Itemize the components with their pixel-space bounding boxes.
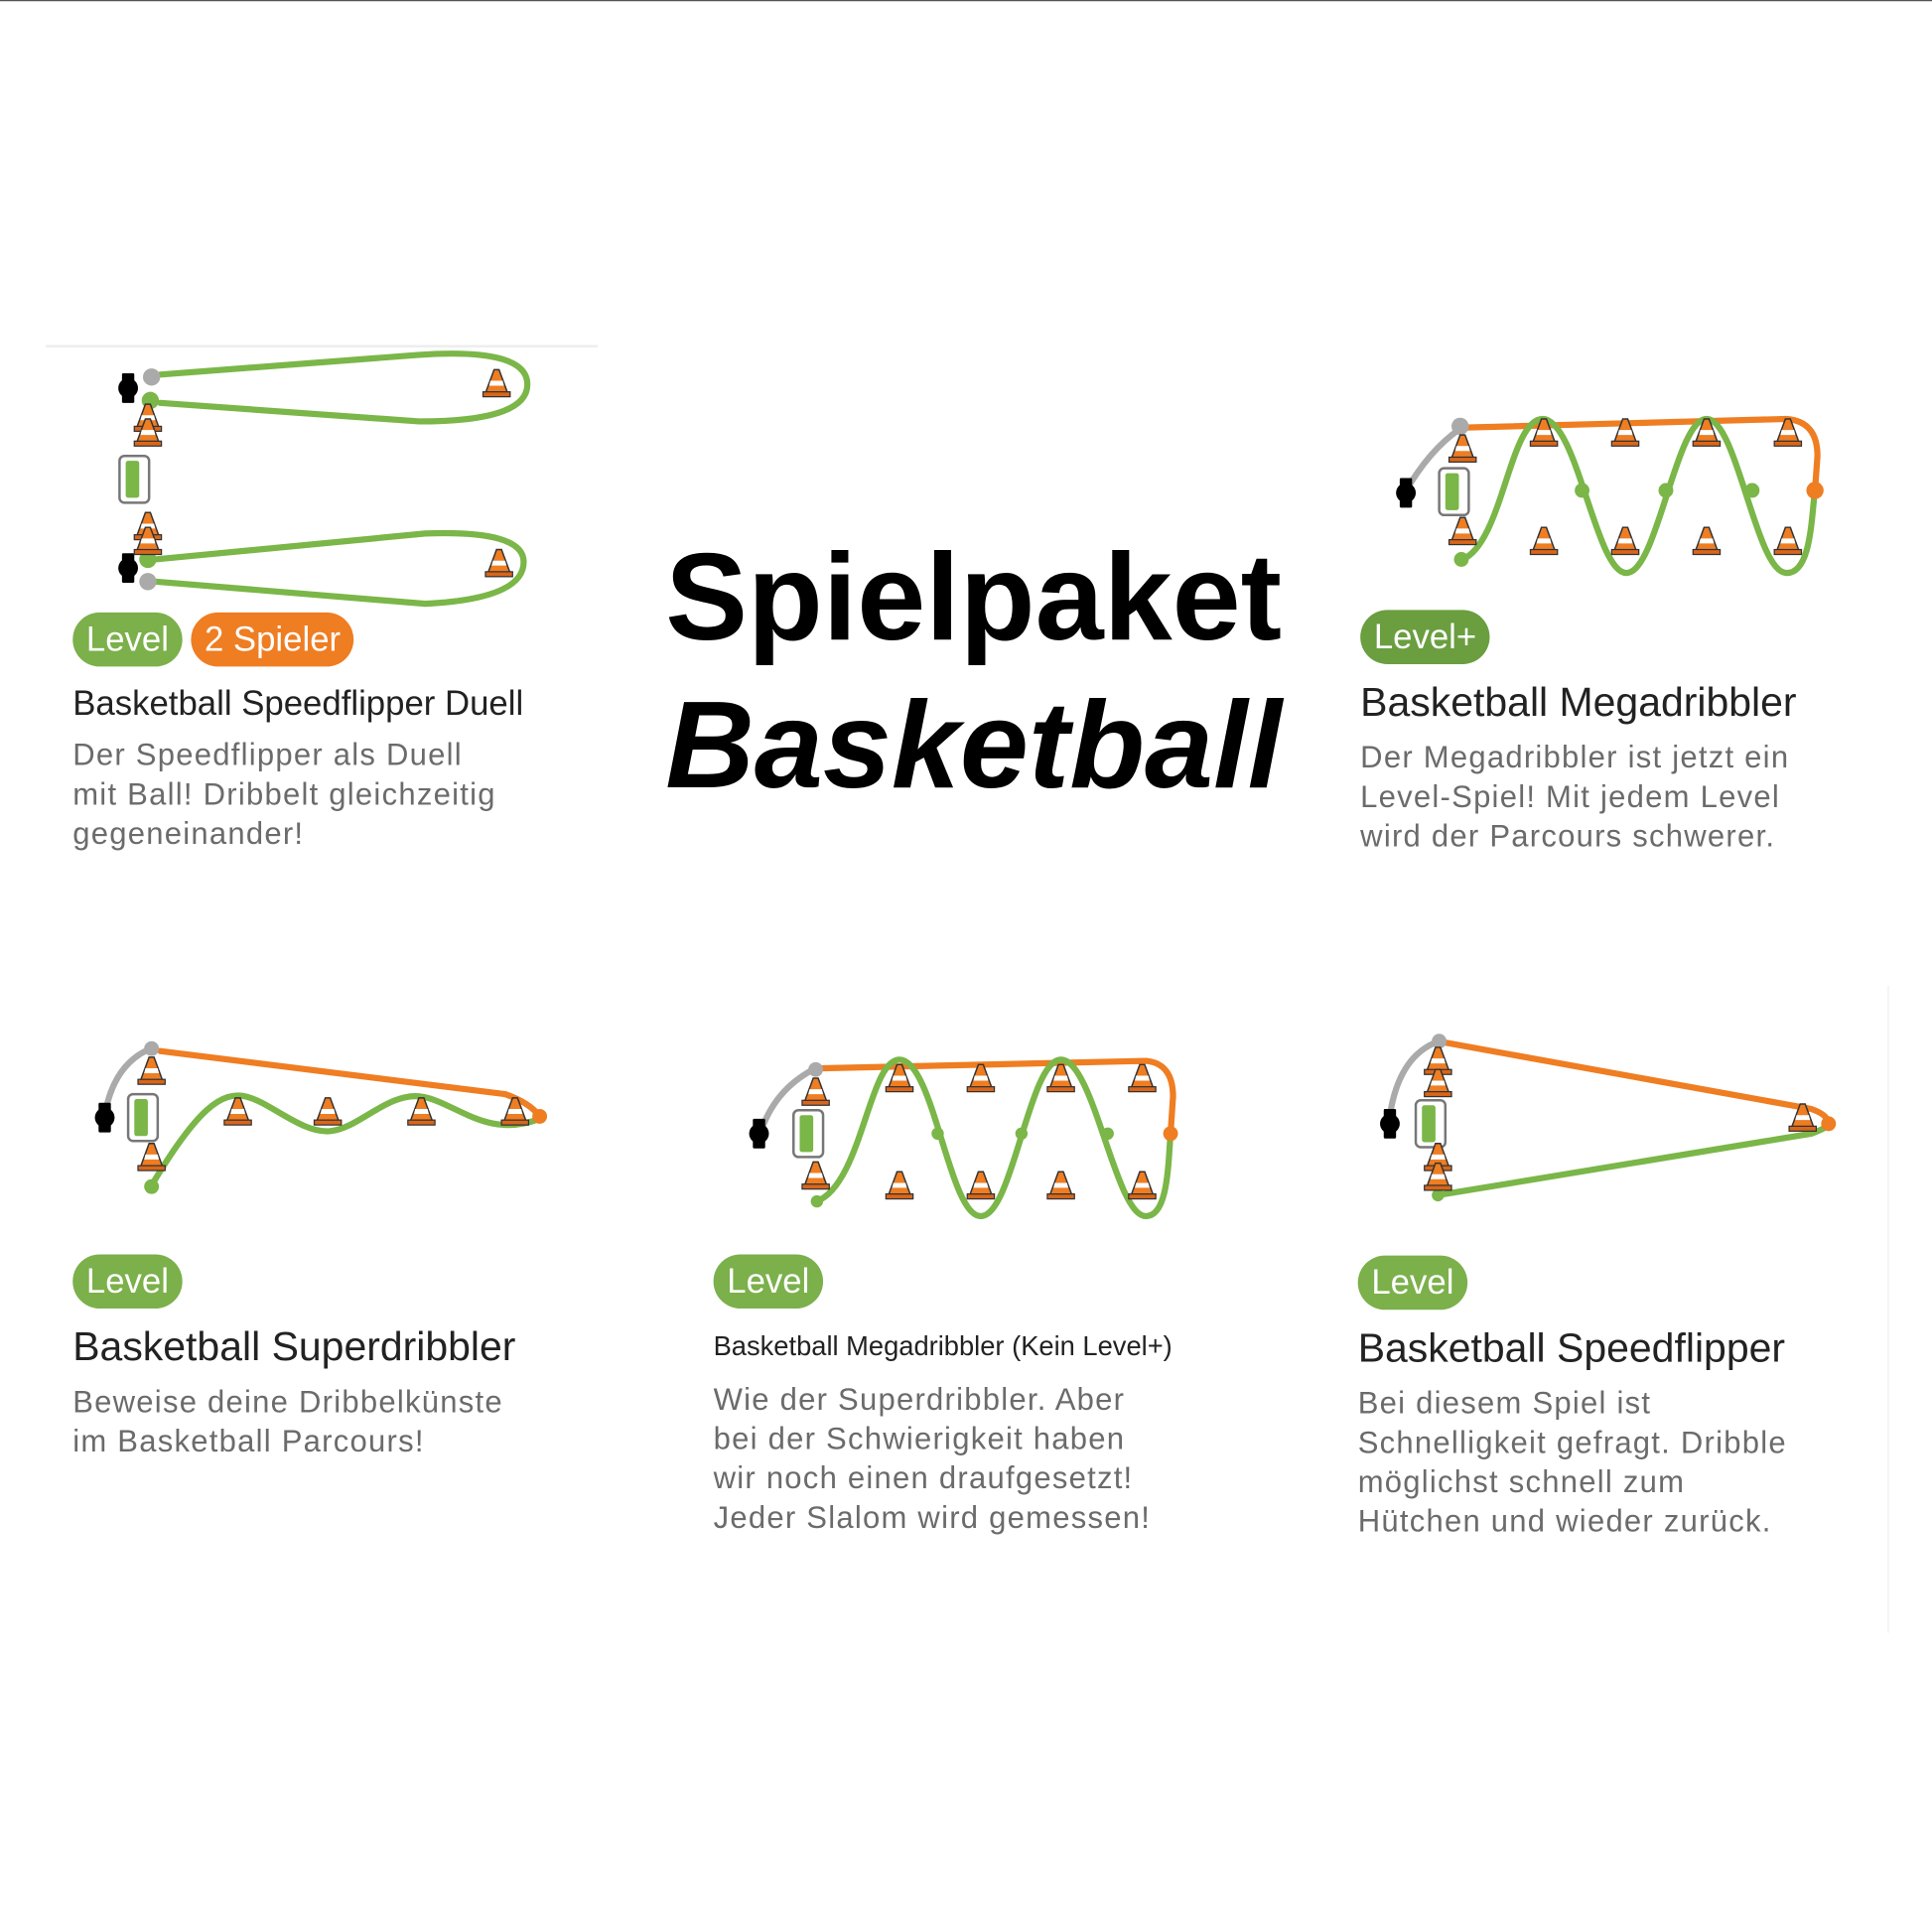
card-desc-line: gegeneinander! <box>72 816 305 852</box>
diagram-speedflipper <box>1380 1034 1837 1202</box>
headline-line1: Spielpaket <box>665 528 1282 667</box>
game-card-speedflipper-duell[interactable]: Level 2 Spieler Basketball Speedflipper … <box>72 612 626 854</box>
card-desc-line: Beweise deine Dribbelkünste <box>72 1384 503 1420</box>
diagram-megadribbler <box>749 1056 1178 1220</box>
diagram-superdribbler <box>94 1040 548 1194</box>
card-desc-line: Wie der Superdribbler. Aber <box>713 1382 1126 1418</box>
card-title: Basketball Speedflipper <box>1357 1324 1786 1371</box>
level-badge: Level <box>713 1254 823 1310</box>
players-badge: 2 Spieler <box>191 612 354 667</box>
headline-line2: Basketball <box>665 676 1283 815</box>
card-title: Basketball Superdribbler <box>72 1322 516 1369</box>
card-title: Basketball Megadribbler (Kein Level+) <box>713 1330 1173 1362</box>
card-desc-line: wir noch einen draufgesetzt! <box>713 1460 1134 1496</box>
card-desc-line: Der Speedflipper als Duell <box>72 738 463 773</box>
game-card-speedflipper[interactable]: Level Basketball Speedflipper Bei diesem… <box>1357 1255 1875 1542</box>
diagram-megadribbler-levelplus <box>1396 415 1824 577</box>
levelplus-badge: Level+ <box>1360 610 1490 664</box>
card-title: Basketball Speedflipper Duell <box>72 683 524 723</box>
card-title: Basketball Megadribbler <box>1360 678 1797 725</box>
game-card-superdribbler[interactable]: Level Basketball Superdribbler Beweise d… <box>72 1254 615 1461</box>
diagram-speedflipper-duell <box>118 350 531 608</box>
level-badge: Level <box>72 612 183 667</box>
card-desc-line: Hütchen und wieder zurück. <box>1357 1504 1772 1540</box>
card-desc-line: Level-Spiel! Mit jedem Level <box>1360 779 1780 815</box>
card-border <box>45 345 598 347</box>
card-desc-line: wird der Parcours schwerer. <box>1360 819 1776 855</box>
level-badge: Level <box>1357 1255 1468 1311</box>
top-divider <box>0 0 1932 2</box>
card-desc-line: bei der Schwierigkeit haben <box>713 1422 1126 1456</box>
card-desc-line: möglichst schnell zum <box>1357 1464 1686 1500</box>
card-desc-line: Der Megadribbler ist jetzt ein <box>1360 740 1790 775</box>
card-desc-line: Bei diesem Spiel ist <box>1357 1386 1652 1421</box>
card-desc-line: mit Ball! Dribbelt gleichzeitig <box>72 777 496 812</box>
game-card-megadribbler[interactable]: Level Basketball Megadribbler (Kein Leve… <box>713 1254 1231 1537</box>
game-card-megadribbler-levelplus[interactable]: Level+ Basketball Megadribbler Der Megad… <box>1360 610 1902 856</box>
level-badge: Level <box>72 1254 183 1310</box>
card-desc-line: Jeder Slalom wird gemessen! <box>713 1500 1152 1536</box>
card-desc-line: Schnelligkeit gefragt. Dribble <box>1357 1425 1787 1460</box>
card-desc-line: im Basketball Parcours! <box>72 1424 425 1459</box>
card-border <box>1887 985 1889 1633</box>
